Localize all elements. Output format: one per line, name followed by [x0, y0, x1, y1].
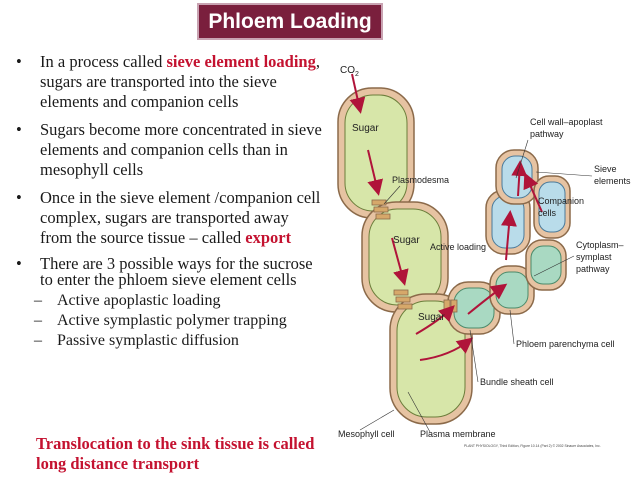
bullet-marker: • — [16, 120, 22, 139]
sub-item-text: Active symplastic polymer trapping — [57, 312, 287, 329]
highlight-text: export — [245, 228, 292, 247]
bullet-marker: • — [16, 254, 22, 273]
bullet-text: Sugars become more concentrated in sieve… — [40, 120, 322, 179]
sugar-label-1: Sugar — [352, 123, 379, 134]
bullet-marker: • — [16, 188, 22, 207]
bullet-marker: • — [16, 52, 22, 71]
mesophyll-cell-middle — [361, 201, 449, 313]
dash-marker: – — [34, 292, 42, 309]
active-loading-label: Active loading — [430, 242, 486, 252]
sub-item-text: Passive symplastic diffusion — [57, 332, 239, 349]
bullet-text: Once in the sieve element /companion cel… — [40, 188, 321, 247]
companion-cell — [525, 239, 567, 291]
bullet-item: • Sugars become more concentrated in sie… — [12, 120, 324, 180]
plasmodesma-label: Plasmodesma — [392, 175, 449, 185]
bullet-item: • Once in the sieve element /companion c… — [12, 188, 324, 248]
sieve-elements-label: Sieve elements — [594, 164, 631, 186]
cytoplasm-symplast-label: Cytoplasm– symplast pathway — [576, 240, 626, 274]
sieve-element-upper — [495, 149, 539, 205]
dash-marker: – — [34, 312, 42, 329]
leader-lines — [359, 139, 593, 433]
figure-credit: PLANT PHYSIOLOGY, Third Edition, Figure … — [464, 444, 601, 448]
plasma-membrane-label: Plasma membrane — [420, 429, 496, 439]
sub-item: – Active apoplastic loading — [12, 292, 324, 309]
sub-item-text: Active apoplastic loading — [57, 292, 221, 309]
sub-item: – Passive symplastic diffusion — [12, 332, 324, 349]
sub-item: – Active symplastic polymer trapping — [12, 312, 324, 329]
bullet-text: There are 3 possible ways for the sucros… — [40, 254, 313, 289]
companion-cells-label: Companion cells — [538, 196, 587, 218]
phloem-parenchyma-label: Phloem parenchyma cell — [516, 339, 615, 349]
bullet-item: • In a process called sieve element load… — [12, 52, 324, 112]
slide-title-box: Phloem Loading — [197, 3, 383, 40]
sugar-label-3: Sugar — [418, 312, 445, 323]
slide-title: Phloem Loading — [208, 9, 372, 33]
phloem-loading-diagram: CO2 Sugar Sugar Sugar Plasmodesma Active… — [337, 65, 631, 448]
bullet-item: • There are 3 possible ways for the sucr… — [12, 254, 324, 289]
cell-wall-label: Cell wall–apoplast pathway — [530, 117, 605, 139]
mesophyll-cell-top — [337, 87, 415, 219]
dash-marker: – — [34, 332, 42, 349]
co2-label: CO2 — [340, 65, 359, 78]
sugar-flow-arrows — [349, 73, 543, 361]
bullet-list: • In a process called sieve element load… — [12, 52, 324, 352]
translocation-note: Translocation to the sink tissue is call… — [36, 434, 315, 473]
highlight-text: sieve element loading — [166, 52, 316, 71]
bundle-sheath-label: Bundle sheath cell — [480, 377, 554, 387]
sugar-label-2: Sugar — [393, 235, 420, 246]
companion-cell-upper — [533, 175, 571, 239]
mesophyll-label: Mesophyll cell — [338, 429, 395, 439]
bullet-text: , sugars are transported into the sieve … — [40, 52, 320, 111]
bullet-text: In a process called — [40, 52, 167, 71]
